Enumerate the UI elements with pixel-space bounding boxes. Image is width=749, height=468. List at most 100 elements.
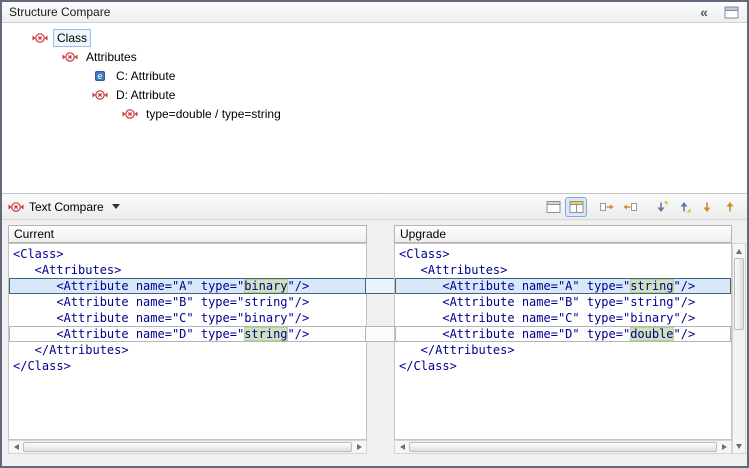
code-line[interactable]: <Attribute name="B" type="string"/> (395, 294, 731, 310)
changed-token: double (630, 327, 673, 341)
scroll-up-icon[interactable] (733, 244, 745, 258)
tree-item-label: type=double / type=string (143, 106, 284, 122)
copy-all-right-to-left-icon[interactable] (619, 197, 641, 217)
code-line[interactable]: <Class> (395, 246, 731, 262)
code-line[interactable]: <Attribute name="A" type="binary"/> (9, 278, 366, 294)
code-line[interactable]: <Attribute name="B" type="string"/> (9, 294, 366, 310)
tree-item-c-attribute[interactable]: e C: Attribute (2, 66, 747, 85)
code-text: <Class> (399, 247, 450, 261)
code-text: <Class> (13, 247, 64, 261)
restore-pane-icon[interactable] (722, 4, 740, 20)
changed-token: string (630, 279, 673, 293)
tree-item-class[interactable]: Class (2, 28, 747, 47)
diff-connector (366, 278, 395, 294)
change-icon (122, 106, 138, 122)
scroll-down-icon[interactable] (733, 439, 745, 453)
synchronized-scrolling-icon[interactable] (565, 197, 587, 217)
code-text: </Attributes> (13, 343, 129, 357)
changed-token: string (244, 327, 287, 341)
code-line[interactable]: </Class> (395, 358, 731, 374)
code-line[interactable]: <Attribute name="C" type="binary"/> (395, 310, 731, 326)
collapse-all-icon[interactable]: « (695, 4, 713, 20)
right-pane-title: Upgrade (400, 227, 446, 241)
code-line[interactable]: <Attribute name="D" type="double"/> (395, 326, 731, 342)
scroll-left-icon[interactable] (395, 441, 409, 453)
code-line[interactable]: </Class> (9, 358, 366, 374)
scroll-right-icon[interactable] (352, 441, 366, 453)
left-horizontal-scrollbar[interactable] (8, 440, 367, 454)
code-text: <Attribute name="D" type=" (13, 327, 244, 341)
text-compare-toolbar (542, 197, 741, 217)
text-compare-change-icon (8, 199, 24, 215)
scrollbar-thumb[interactable] (409, 442, 717, 452)
toolbar-separator (642, 206, 649, 207)
code-line[interactable]: </Attributes> (9, 342, 366, 358)
previous-difference-icon[interactable] (673, 197, 695, 217)
next-change-icon[interactable] (696, 197, 718, 217)
right-vertical-scrollbar[interactable] (732, 243, 746, 454)
tree-item-label: C: Attribute (113, 68, 178, 84)
right-code-pane[interactable]: <Class> <Attributes> <Attribute name="A"… (394, 243, 732, 440)
toolbar-separator (588, 206, 595, 207)
code-text: <Attribute name="A" type=" (399, 279, 630, 293)
code-text: </Class> (399, 359, 457, 373)
code-text: <Attribute name="B" type="string"/> (399, 295, 695, 309)
change-icon (92, 87, 108, 103)
left-pane-header: Current (8, 225, 367, 243)
structure-compare-actions: « (695, 4, 740, 20)
scroll-right-icon[interactable] (717, 441, 731, 453)
tree-item-d-attribute[interactable]: D: Attribute (2, 85, 747, 104)
tree-item-attributes[interactable]: Attributes (2, 47, 747, 66)
code-line[interactable]: </Attributes> (395, 342, 731, 358)
code-text: <Attribute name="D" type=" (399, 327, 630, 341)
scrollbar-thumb[interactable] (23, 442, 352, 452)
code-text: <Attribute name="B" type="string"/> (13, 295, 309, 309)
code-line[interactable]: <Attributes> (395, 262, 731, 278)
scroll-left-icon[interactable] (9, 441, 23, 453)
scrollbar-track[interactable] (733, 330, 745, 439)
code-line[interactable]: <Attribute name="D" type="string"/> (9, 326, 366, 342)
left-pane-title: Current (14, 227, 54, 241)
code-line[interactable]: <Class> (9, 246, 366, 262)
element-icon: e (92, 68, 108, 84)
tree-item-label: Attributes (83, 49, 140, 65)
scrollbar-thumb[interactable] (734, 258, 744, 330)
code-text: <Attribute name="A" type=" (13, 279, 244, 293)
text-compare-header: Text Compare (2, 193, 747, 220)
tree-item-type-double-type-string[interactable]: type=double / type=string (2, 104, 747, 123)
code-text: <Attributes> (399, 263, 507, 277)
hide-ancestor-pane-icon[interactable] (542, 197, 564, 217)
change-icon (62, 49, 78, 65)
svg-text:e: e (97, 72, 102, 82)
changed-token: binary (244, 279, 287, 293)
left-code-content: <Class> <Attributes> <Attribute name="A"… (9, 244, 366, 374)
next-difference-icon[interactable] (650, 197, 672, 217)
code-text: "/> (288, 279, 310, 293)
copy-all-left-to-right-icon[interactable] (596, 197, 618, 217)
code-text: <Attributes> (13, 263, 121, 277)
tree-item-label: Class (53, 29, 91, 47)
diff-gutter (367, 243, 394, 440)
diff-connector (366, 326, 395, 342)
tree-item-label: D: Attribute (113, 87, 178, 103)
code-text: <Attribute name="C" type="binary"/> (399, 311, 695, 325)
code-text: <Attribute name="C" type="binary"/> (13, 311, 309, 325)
structure-compare-header: Structure Compare « (2, 2, 747, 23)
right-pane-header: Upgrade (394, 225, 732, 243)
previous-change-icon[interactable] (719, 197, 741, 217)
left-code-pane[interactable]: <Class> <Attributes> <Attribute name="A"… (8, 243, 367, 440)
right-horizontal-scrollbar[interactable] (394, 440, 732, 454)
code-text: "/> (288, 327, 310, 341)
code-line[interactable]: <Attribute name="C" type="binary"/> (9, 310, 366, 326)
structure-tree: ClassAttributes e C: Attribute D: Attribute… (2, 23, 747, 193)
code-text: "/> (674, 279, 696, 293)
text-compare-menu-caret-icon[interactable] (112, 204, 120, 209)
code-text: </Attributes> (399, 343, 515, 357)
code-line[interactable]: <Attributes> (9, 262, 366, 278)
code-line[interactable]: <Attribute name="A" type="string"/> (395, 278, 731, 294)
code-text: "/> (674, 327, 696, 341)
text-compare-title[interactable]: Text Compare (29, 200, 104, 214)
structure-compare-title: Structure Compare (9, 5, 110, 19)
right-code-content: <Class> <Attributes> <Attribute name="A"… (395, 244, 731, 374)
